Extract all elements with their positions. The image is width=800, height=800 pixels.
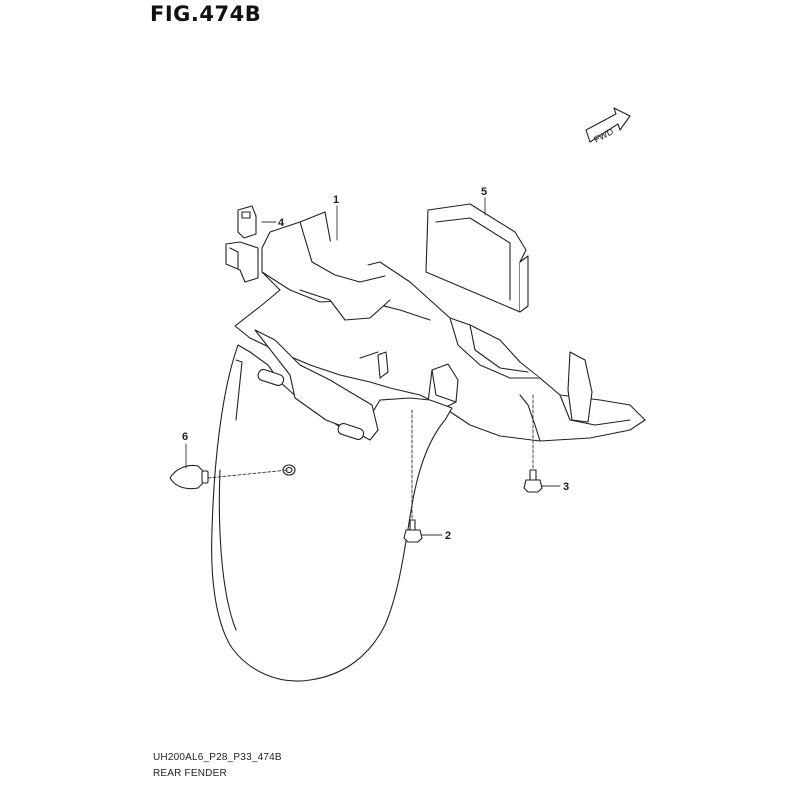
- part-6-cushion: [169, 464, 209, 490]
- callout-6: 6: [182, 431, 188, 443]
- fwd-arrow-icon: FWD: [585, 107, 631, 145]
- part-5-cover: [425, 203, 529, 313]
- callout-5: 5: [481, 186, 487, 198]
- rear-fender-tail: [211, 329, 453, 682]
- figure-name: REAR FENDER: [153, 768, 227, 779]
- part-3-bolt: [523, 469, 543, 493]
- callout-4: 4: [278, 217, 285, 229]
- part-1-undertray: [225, 211, 646, 442]
- leader-lines: [185, 197, 561, 536]
- figure-title: FIG.474B: [150, 2, 262, 26]
- part-4-clip: [237, 205, 257, 239]
- figure-code: UH200AL6_P28_P33_474B: [153, 752, 282, 763]
- callout-labels: 1 2 3 4 5 6: [182, 186, 569, 542]
- callout-1: 1: [333, 194, 339, 206]
- part-2-screw: [403, 519, 423, 543]
- callout-2: 2: [445, 530, 451, 542]
- callout-3: 3: [563, 481, 569, 493]
